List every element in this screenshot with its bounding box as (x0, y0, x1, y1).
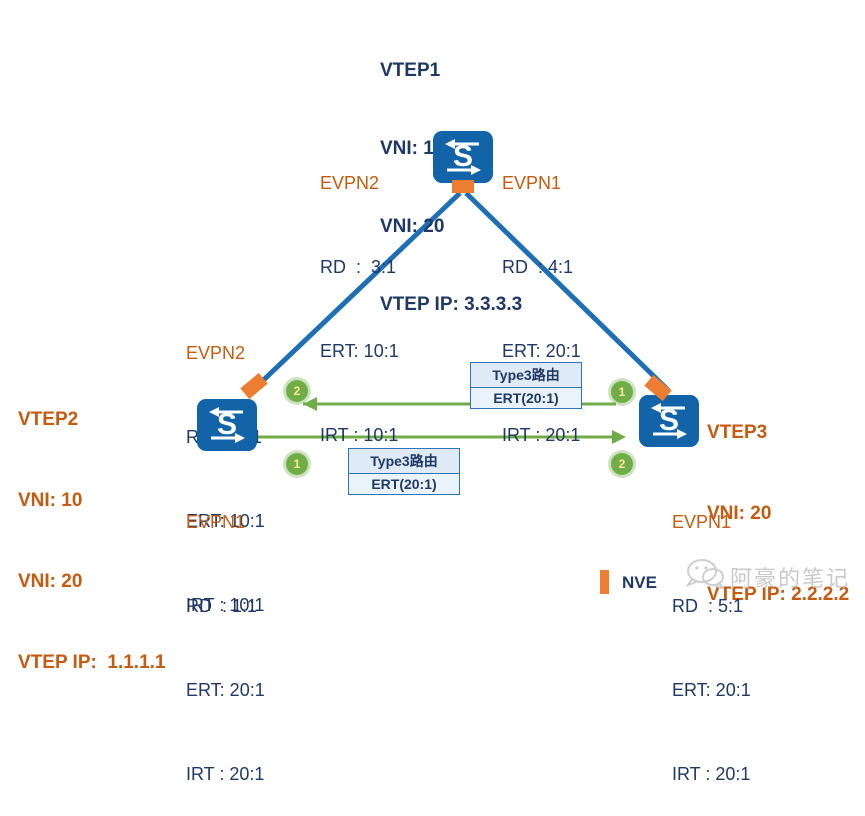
link-vtep1-vtep3 (464, 191, 670, 392)
vtep3-switch-arrows (651, 403, 687, 439)
vtep3-evpn1-irt: IRT : 20:1 (672, 764, 751, 784)
vtep2-evpn1-name: EVPN1 (186, 512, 246, 532)
route-box-lower[interactable]: Type3路由 ERT(20:1) (348, 448, 460, 495)
vtep2-vni-20: VNI: 20 (18, 571, 83, 592)
vtep3-name: VTEP3 (707, 422, 768, 443)
vtep3-switch-icon[interactable]: S (639, 395, 699, 447)
vtep3-evpn1-rd: RD : 5:1 (672, 596, 744, 616)
vtep3-vtep-ip: VTEP IP: 2.2.2.2 (707, 584, 850, 605)
vtep2-evpn2-ert: ERT: 10:1 (186, 511, 265, 531)
vtep1-evpn1-rd: RD : 4:1 (502, 257, 574, 277)
route-box-lower-type: Type3路由 (349, 449, 459, 474)
vtep1-name: VTEP1 (380, 60, 441, 81)
vtep1-evpn2-block: EVPN2 RD : 3:1 ERT: 10:1 IRT : 10:1 (320, 113, 399, 477)
vtep2-evpn1-block: EVPN1 RD : 1:1 ERT: 20:1 IRT : 20:1 (186, 452, 265, 816)
vtep2-evpn1-irt: IRT : 20:1 (186, 764, 265, 784)
vtep1-evpn2-name: EVPN2 (320, 173, 380, 193)
step-badge-lower-left: 1 (286, 453, 308, 475)
link-vtep1-vtep2 (251, 191, 462, 392)
vtep1-switch-arrows (445, 139, 481, 175)
vtep2-evpn1-rd: RD : 1:1 (186, 596, 258, 616)
vtep2-evpn1-ert: ERT: 20:1 (186, 680, 265, 700)
step-badge-upper-left: 2 (286, 380, 308, 402)
vtep2-switch-arrows (209, 407, 245, 443)
vtep2-title-block: VTEP2 VNI: 10 VNI: 20 VTEP IP: 1.1.1.1 (18, 352, 166, 703)
vtep2-evpn2-name: EVPN2 (186, 343, 246, 363)
vtep1-evpn1-ert: ERT: 20:1 (502, 341, 581, 361)
vtep1-evpn1-irt: IRT : 20:1 (502, 425, 581, 445)
legend-nve-swatch (600, 570, 609, 594)
vtep1-evpn1-name: EVPN1 (502, 173, 562, 193)
vtep3-device-label: S (658, 404, 680, 437)
vtep3-evpn1-block: EVPN1 RD : 5:1 ERT: 20:1 IRT : 20:1 (672, 452, 751, 816)
vtep3-evpn1-ert: ERT: 20:1 (672, 680, 751, 700)
vtep1-evpn2-irt: IRT : 10:1 (320, 425, 399, 445)
route-box-upper-type: Type3路由 (471, 363, 581, 388)
route-box-lower-ert: ERT(20:1) (349, 474, 459, 494)
step-badge-upper-right: 1 (611, 381, 633, 403)
route-box-upper[interactable]: Type3路由 ERT(20:1) (470, 362, 582, 409)
route-arrow-lower (248, 430, 626, 444)
vtep2-name: VTEP2 (18, 409, 79, 430)
vtep2-switch-icon[interactable]: S (197, 399, 257, 451)
vtep1-switch-icon[interactable]: S (433, 131, 493, 183)
vtep2-vni-10: VNI: 10 (18, 490, 83, 511)
vtep1-nve-marker (452, 180, 474, 193)
vtep1-device-label: S (452, 140, 474, 173)
route-box-upper-ert: ERT(20:1) (471, 388, 581, 408)
vtep3-vni-20: VNI: 20 (707, 503, 772, 524)
watermark-text: 阿豪的笔记 (730, 567, 851, 592)
legend-nve-label: NVE (622, 573, 657, 592)
vtep3-evpn1-name: EVPN1 (672, 512, 732, 532)
vtep1-vni-20: VNI: 20 (380, 216, 445, 237)
vtep1-vtep-ip: VTEP IP: 3.3.3.3 (380, 294, 523, 315)
vtep1-evpn1-block: EVPN1 RD : 4:1 ERT: 20:1 IRT : 20:1 (502, 113, 581, 477)
wechat-icon (686, 559, 724, 590)
vtep1-evpn2-ert: ERT: 10:1 (320, 341, 399, 361)
vtep2-device-label: S (216, 408, 238, 441)
step-badge-lower-right: 2 (611, 453, 633, 475)
vtep2-vtep-ip: VTEP IP: 1.1.1.1 (18, 652, 166, 673)
vtep1-evpn2-rd: RD : 3:1 (320, 257, 397, 277)
vtep3-title-block: VTEP3 VNI: 20 VTEP IP: 2.2.2.2 (707, 365, 849, 635)
